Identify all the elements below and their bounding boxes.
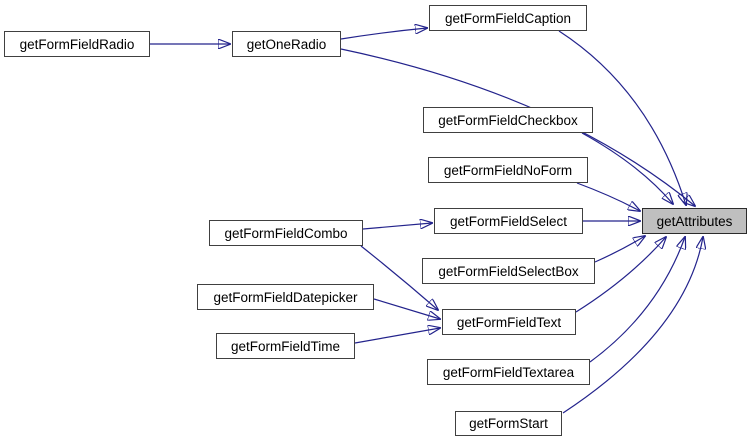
node-label: getFormFieldRadio (19, 36, 135, 52)
edge-getFormFieldCaption--getAttributes (558, 30, 686, 205)
node-getFormFieldCheckbox[interactable]: getFormFieldCheckbox (423, 107, 593, 133)
node-label: getAttributes (656, 213, 733, 229)
edge-getOneRadio--getFormFieldCaption (340, 28, 427, 40)
edge-getFormStart--getAttributes (562, 237, 703, 414)
edge-getFormFieldDatepicker--getFormFieldText (373, 298, 440, 319)
node-label: getFormFieldDatepicker (213, 289, 358, 305)
node-getFormFieldCaption[interactable]: getFormFieldCaption (429, 5, 587, 31)
node-getFormFieldCombo[interactable]: getFormFieldCombo (209, 220, 363, 246)
edge-getFormFieldTextarea--getAttributes (589, 237, 685, 363)
node-label: getFormFieldText (456, 314, 562, 330)
edge-getFormFieldCombo--getFormFieldText (360, 245, 438, 310)
node-label: getFormFieldTextarea (442, 364, 575, 380)
node-getFormFieldText[interactable]: getFormFieldText (442, 309, 576, 335)
node-getOneRadio[interactable]: getOneRadio (232, 31, 341, 57)
node-label: getFormStart (469, 416, 548, 431)
edge-getFormFieldTime--getFormFieldText (354, 328, 440, 344)
node-getFormFieldSelect[interactable]: getFormFieldSelect (434, 208, 583, 234)
node-getFormStart[interactable]: getFormStart (455, 411, 562, 436)
edge-getFormFieldNoForm--getAttributes (576, 182, 640, 211)
node-getFormFieldDatepicker[interactable]: getFormFieldDatepicker (197, 284, 374, 310)
node-getAttributes: getAttributes (642, 208, 747, 234)
node-label: getFormFieldSelectBox (438, 263, 579, 279)
node-label: getFormFieldTime (230, 338, 341, 354)
edge-getFormFieldSelectBox--getAttributes (594, 236, 645, 263)
node-label: getFormFieldNoForm (443, 162, 573, 178)
node-getFormFieldRadio[interactable]: getFormFieldRadio (4, 31, 150, 57)
edge-getFormFieldCheckbox--getAttributes (581, 132, 673, 204)
node-label: getFormFieldCaption (444, 10, 572, 26)
node-label: getFormFieldCombo (224, 225, 348, 241)
node-getFormFieldNoForm[interactable]: getFormFieldNoForm (428, 157, 588, 183)
edge-getFormFieldCombo--getFormFieldSelect (362, 223, 432, 230)
node-label: getOneRadio (246, 36, 327, 52)
node-label: getFormFieldSelect (449, 213, 568, 229)
node-getFormFieldTime[interactable]: getFormFieldTime (216, 333, 355, 359)
edge-getFormFieldText--getAttributes (575, 237, 666, 313)
node-label: getFormFieldCheckbox (438, 112, 578, 128)
node-getFormFieldSelectBox[interactable]: getFormFieldSelectBox (422, 258, 595, 284)
node-getFormFieldTextarea[interactable]: getFormFieldTextarea (427, 359, 590, 385)
